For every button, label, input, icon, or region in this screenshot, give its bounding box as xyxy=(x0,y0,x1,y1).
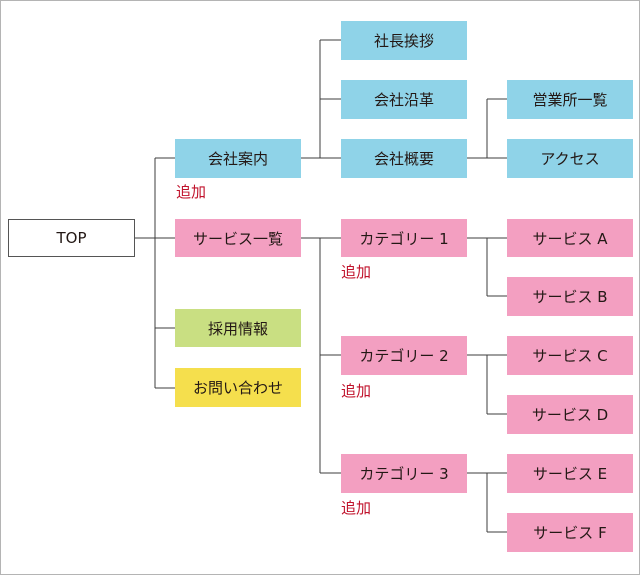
node-category-3: カテゴリー 3 xyxy=(341,454,467,493)
added-note-category-2: 追加 xyxy=(341,382,372,400)
node-recruit: 採用情報 xyxy=(175,309,301,347)
node-contact: お問い合わせ xyxy=(175,368,301,407)
added-note-category-3: 追加 xyxy=(341,499,372,517)
added-note-company: 追加 xyxy=(176,183,207,201)
node-company-info: 会社案内 xyxy=(175,139,301,178)
node-category-1: カテゴリー 1 xyxy=(341,219,467,257)
added-note-category-1: 追加 xyxy=(341,263,372,281)
node-company-history: 会社沿革 xyxy=(341,80,467,119)
node-access: アクセス xyxy=(507,139,633,178)
node-service-a: サービス A xyxy=(507,219,633,257)
node-service-f: サービス F xyxy=(507,513,633,552)
node-office-list: 営業所一覧 xyxy=(507,80,633,119)
node-service-list: サービス一覧 xyxy=(175,219,301,257)
node-company-overview: 会社概要 xyxy=(341,139,467,178)
node-president-greeting: 社長挨拶 xyxy=(341,21,467,60)
node-service-e: サービス E xyxy=(507,454,633,493)
node-service-d: サービス D xyxy=(507,395,633,434)
node-service-c: サービス C xyxy=(507,336,633,375)
node-top: TOP xyxy=(8,219,135,257)
node-category-2: カテゴリー 2 xyxy=(341,336,467,375)
node-service-b: サービス B xyxy=(507,277,633,316)
